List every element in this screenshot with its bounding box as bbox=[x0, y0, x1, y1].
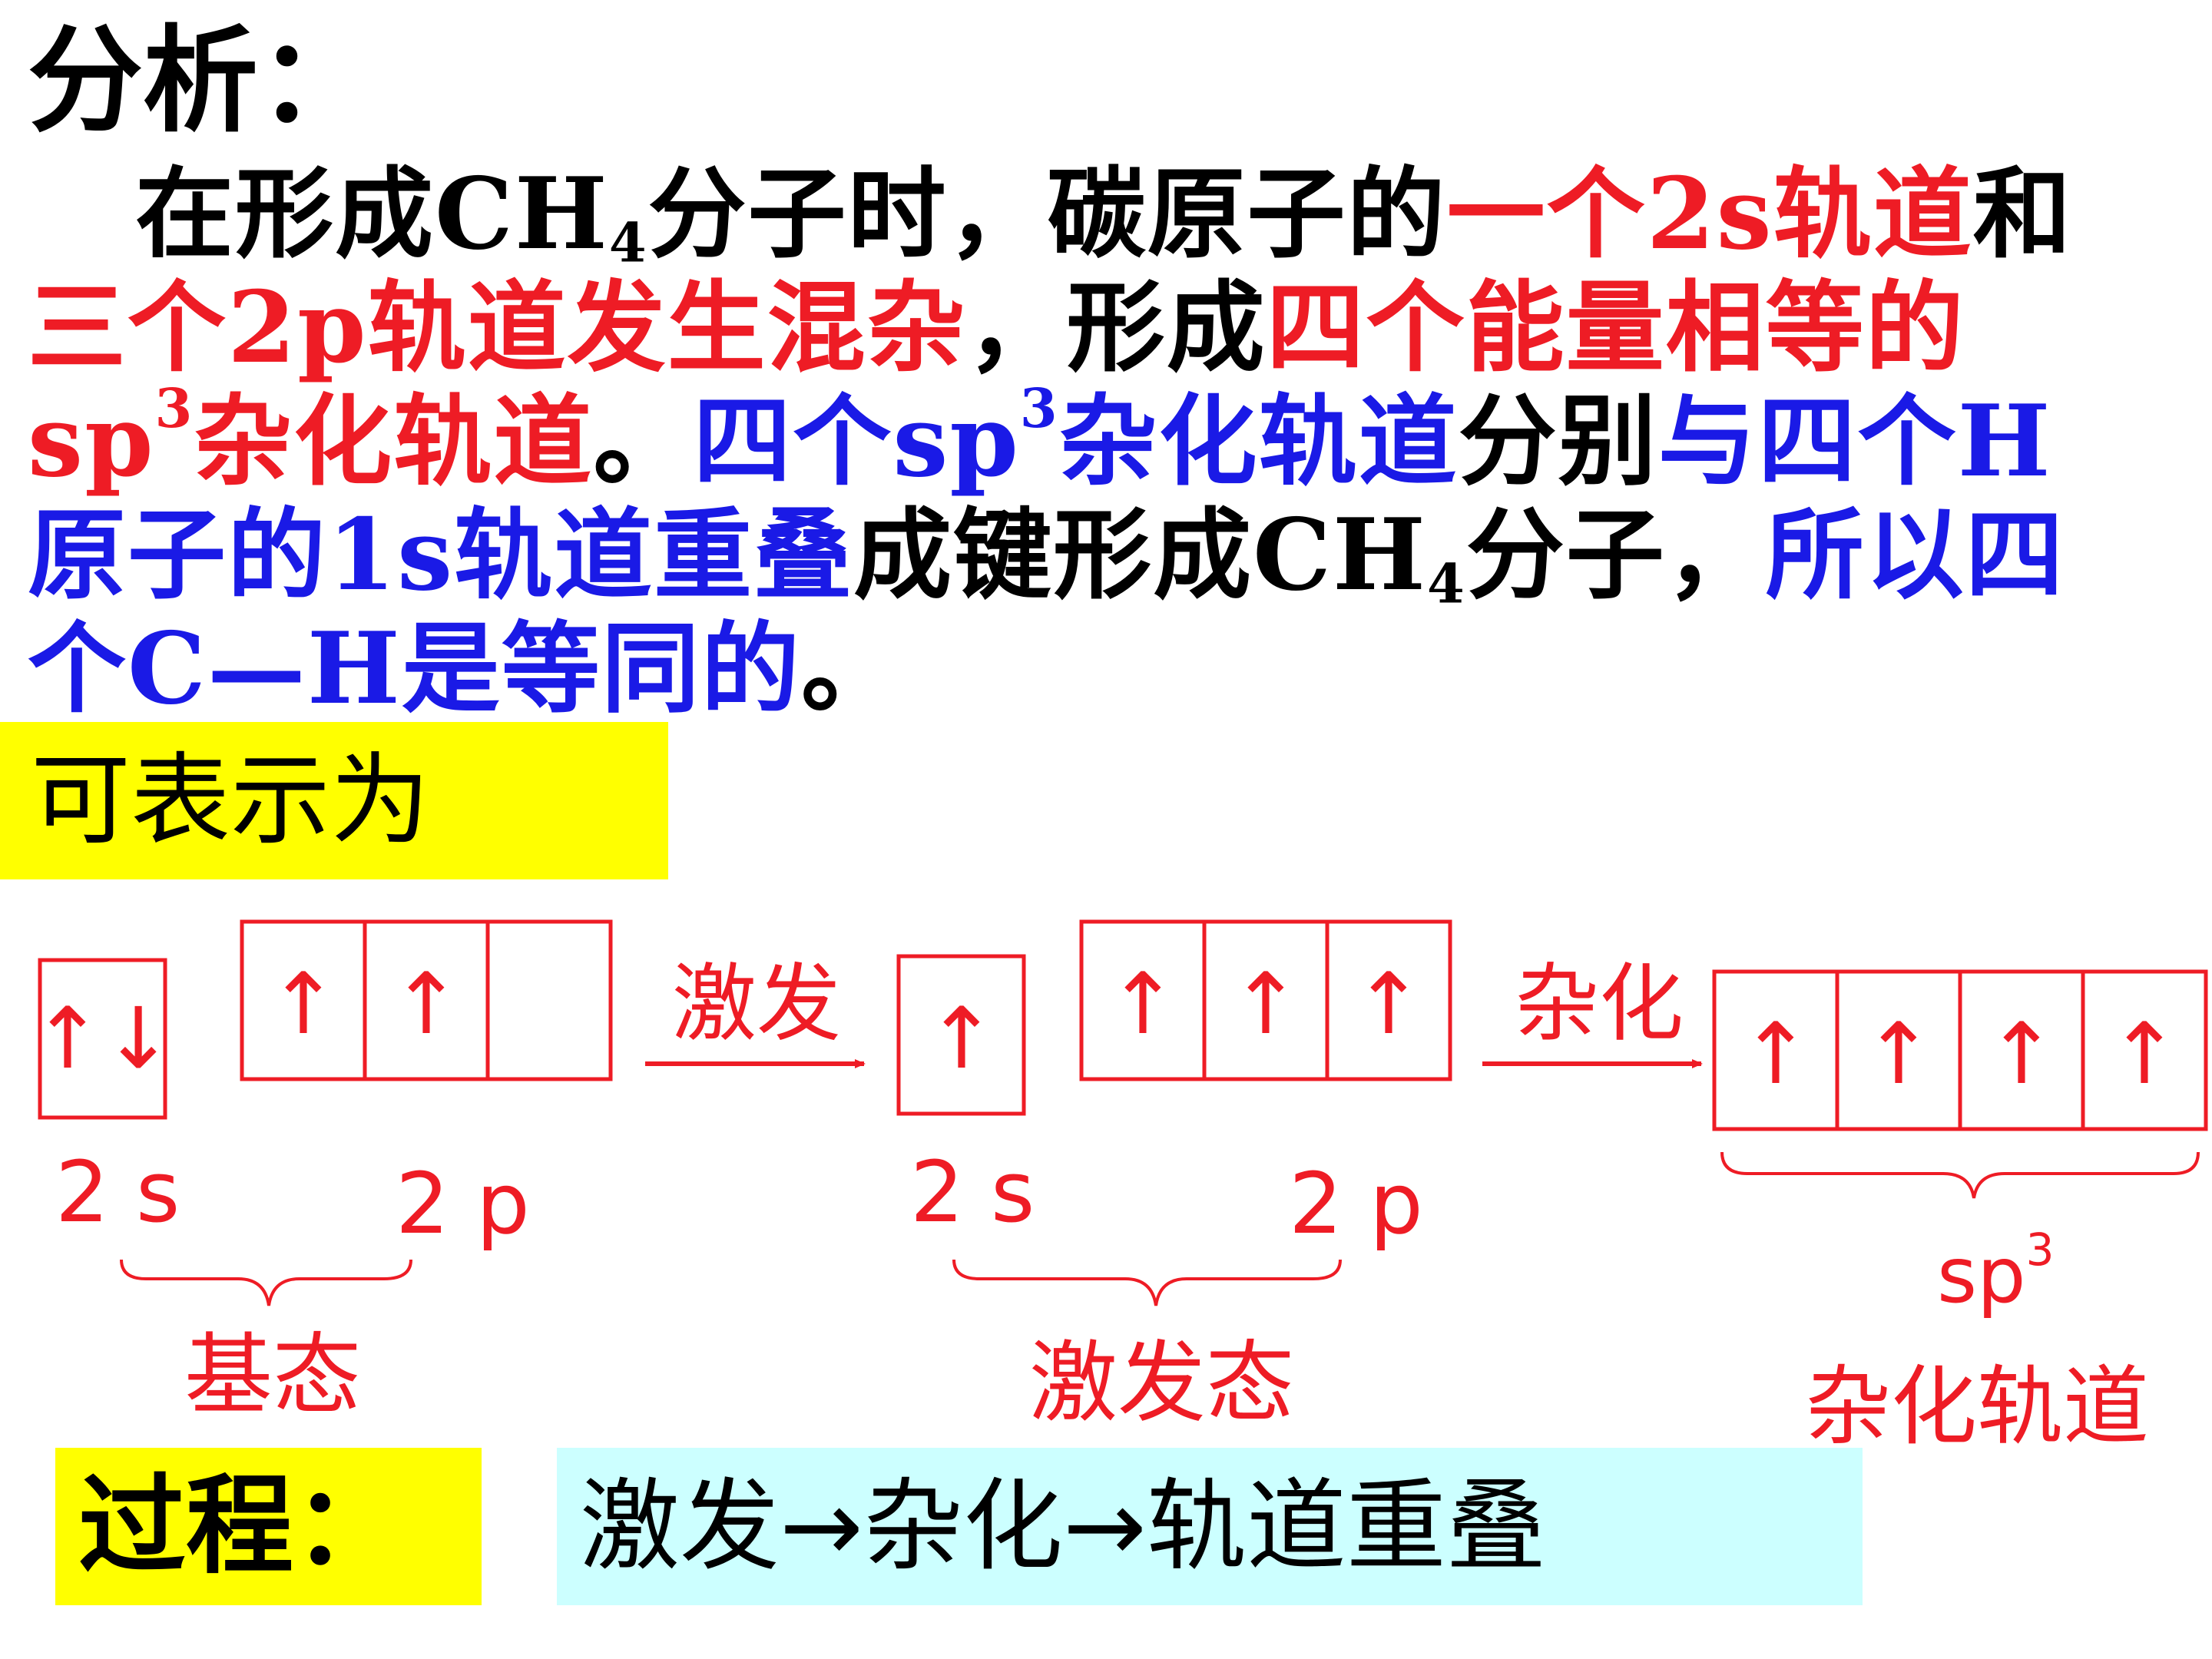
paragraph-run: 杂化轨道 bbox=[1058, 384, 1459, 499]
excited-brace bbox=[952, 1259, 1342, 1306]
paragraph-run: 四个能量相等的 bbox=[1266, 270, 1965, 386]
paragraph-run: 一个2s轨道 bbox=[1446, 157, 1973, 272]
sp3-electron-2: ↑ bbox=[1863, 1005, 1934, 1103]
excited-2s-electron: ↑ bbox=[926, 989, 997, 1088]
sp3-label-main: sp bbox=[1937, 1230, 2026, 1320]
ground-2s-electrons: ↑↓ bbox=[32, 989, 174, 1088]
ground-2p-box-3 bbox=[485, 919, 613, 1081]
sp3-label-sup: 3 bbox=[2026, 1224, 2055, 1276]
paragraph-line-1: 在形成CH4分子时，碳原子的一个2s轨道和 bbox=[28, 157, 2194, 271]
paragraph-run: 四个sp bbox=[693, 384, 1020, 499]
paragraph-run: 3 bbox=[1019, 376, 1059, 440]
sp3-electron-3: ↑ bbox=[1986, 1005, 2057, 1103]
paragraph-line-5: 个C—H是等同的。 bbox=[28, 612, 2194, 726]
paragraph-run: 3 bbox=[154, 376, 194, 440]
paragraph-run: 在形成CH bbox=[135, 157, 609, 272]
paragraph-line-4: 原子的1s轨道重叠成键形成CH4分子，所以四 bbox=[28, 498, 2194, 612]
paragraph-run: 与四个H bbox=[1657, 384, 2052, 499]
process-label: 过程： bbox=[55, 1448, 482, 1605]
paragraph-line-3: sp3杂化轨道。四个sp3杂化轨道分别与四个H bbox=[28, 382, 2194, 499]
hybrid-arrow-label: 杂化 bbox=[1515, 955, 1684, 1053]
sp3-electron-1: ↑ bbox=[1740, 1005, 1811, 1103]
paragraph-run: 个C—H是等同的 bbox=[28, 611, 801, 727]
paragraph-run: 4 bbox=[608, 210, 648, 275]
ground-state-label: 基态 bbox=[184, 1324, 361, 1427]
excited-state-label: 激发态 bbox=[1029, 1332, 1294, 1435]
paragraph-run: 和 bbox=[1972, 157, 2073, 272]
sp3-label: sp3 bbox=[1937, 1224, 2054, 1320]
paragraph-run: 三个2p轨道发生混杂 bbox=[28, 270, 967, 386]
ground-2p-label: 2 p bbox=[396, 1154, 530, 1253]
paragraph-line-2: 三个2p轨道发生混杂，形成四个能量相等的 bbox=[28, 271, 2194, 385]
paragraph-run: 。 bbox=[593, 384, 694, 499]
paragraph-run: sp bbox=[28, 384, 155, 499]
sp3-box-4 bbox=[2081, 969, 2208, 1131]
heading: 分析： bbox=[28, 13, 374, 148]
paragraph-run: 分子， bbox=[1465, 498, 1766, 613]
paragraph-run: 原子的1s轨道重叠 bbox=[28, 498, 854, 613]
ground-2p-electron-1: ↑ bbox=[268, 955, 339, 1053]
excited-2p-box-3 bbox=[1325, 919, 1452, 1081]
paragraph-run: 分别 bbox=[1458, 384, 1658, 499]
sp3-electron-4: ↑ bbox=[2109, 1005, 2180, 1103]
excited-2s-box bbox=[896, 954, 1026, 1116]
paragraph-run: 杂化轨道 bbox=[194, 384, 594, 499]
excited-2s-label: 2 s bbox=[910, 1143, 1035, 1241]
represent-label: 可表示为 bbox=[0, 722, 668, 879]
paragraph-run: ，形成 bbox=[966, 270, 1267, 386]
process-text: 激发→杂化→轨道重叠 bbox=[557, 1448, 1863, 1605]
paragraph-run: 分子时，碳原子的 bbox=[647, 157, 1447, 272]
ground-2s-box bbox=[38, 958, 167, 1120]
excite-arrow-label: 激发 bbox=[672, 955, 841, 1053]
paragraph-run: 所以四 bbox=[1765, 498, 2065, 613]
excited-2p-label: 2 p bbox=[1289, 1154, 1423, 1253]
paragraph-run: 成键形成CH bbox=[853, 498, 1427, 613]
paragraph-run: 4 bbox=[1426, 551, 1466, 616]
ground-2p-electron-2: ↑ bbox=[391, 955, 462, 1053]
ground-2s-label: 2 s bbox=[55, 1143, 180, 1241]
excited-2p-electron-2: ↑ bbox=[1230, 955, 1301, 1053]
paragraph-run: 。 bbox=[800, 611, 901, 727]
sp3-brace bbox=[1720, 1151, 2200, 1199]
excited-2p-electron-1: ↑ bbox=[1108, 955, 1178, 1053]
analysis-paragraph: 在形成CH4分子时，碳原子的一个2s轨道和 三个2p轨道发生混杂，形成四个能量相… bbox=[28, 157, 2194, 726]
sp3-state-label: 杂化轨道 bbox=[1805, 1357, 2149, 1457]
ground-brace bbox=[120, 1259, 412, 1306]
excited-2p-electron-3: ↑ bbox=[1353, 955, 1424, 1053]
